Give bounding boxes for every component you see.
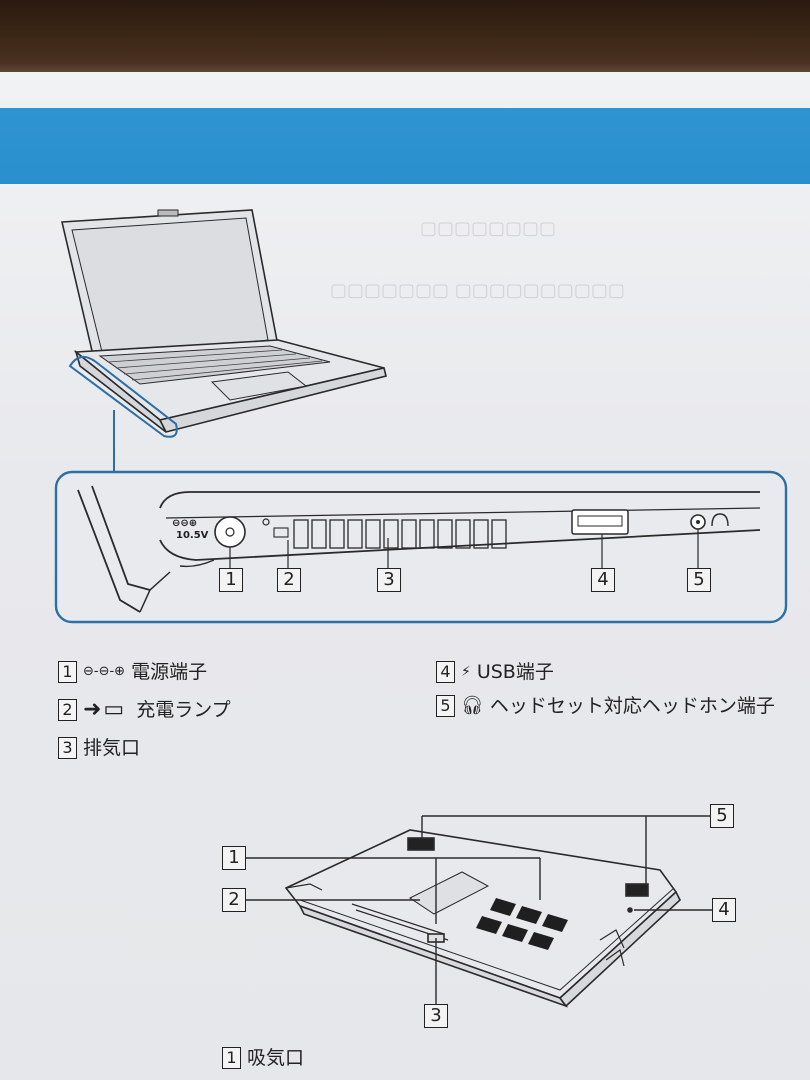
callout-5: 5 — [687, 568, 711, 592]
intake-grid — [476, 898, 568, 950]
callout-1: 1 — [219, 568, 243, 592]
callout-2: 2 — [277, 568, 301, 592]
bottom-callout-4: 4 — [712, 898, 736, 922]
wood-table-background — [0, 0, 810, 78]
legend-item-2: 2 ➜▭ 充電ランプ — [58, 698, 231, 722]
headset-icon: 🎧︎ — [461, 695, 484, 716]
bottom-callout-3: 3 — [424, 1004, 448, 1028]
laptop-illustration — [61, 209, 387, 474]
callout-4: 4 — [591, 568, 615, 592]
dc-in-symbol: ⊖⊖⊕ — [172, 518, 198, 529]
legend-item-3: 3 排気口 — [58, 736, 140, 760]
legend-text: 吸気口 — [247, 1047, 305, 1069]
callout-3: 3 — [377, 568, 401, 592]
charge-lamp-icon: ➜▭ — [83, 697, 127, 722]
voltage-label: 10.5V — [176, 530, 209, 541]
legend-item-4: 4 ⚡ USB端子 — [436, 660, 554, 684]
section-header-band — [0, 108, 810, 184]
legend-text: 排気口 — [83, 737, 141, 759]
legend-item-5: 5 🎧︎ ヘッドセット対応ヘッドホン端子 — [436, 694, 775, 718]
bottom-callout-1: 1 — [222, 846, 246, 870]
legend-item-1: 1 ⊖-⊖-⊕ 電源端子 — [58, 660, 207, 684]
legend-text: 充電ランプ — [136, 699, 231, 721]
legend-num: 3 — [58, 737, 77, 759]
usb-icon: ⚡ — [461, 664, 471, 680]
bottom-leader-lines — [246, 815, 712, 1004]
legend-num: 4 — [436, 661, 455, 683]
legend-text: ヘッドセット対応ヘッドホン端子 — [489, 695, 775, 717]
dc-symbol-icon: ⊖-⊖-⊕ — [83, 664, 126, 679]
ghost-text: ▢▢▢▢▢▢▢▢ — [420, 218, 557, 239]
legend-num: 2 — [58, 699, 77, 721]
bottom-callout-5: 5 — [710, 804, 734, 828]
legend-num: 5 — [436, 695, 455, 717]
bottom-view-illustration — [284, 829, 681, 1008]
bottom-callout-2: 2 — [222, 888, 246, 912]
side-view-box — [54, 470, 788, 624]
legend-text: 電源端子 — [131, 661, 208, 683]
legend-num: 1 — [58, 661, 77, 683]
ghost-text: ▢▢▢▢▢▢▢ ▢▢▢▢▢▢▢▢▢▢ — [330, 280, 625, 301]
bottom-legend-item-1: 1 吸気口 — [222, 1046, 304, 1070]
legend-num: 1 — [222, 1047, 241, 1069]
vent-slots — [293, 519, 507, 549]
legend-text: USB端子 — [476, 661, 554, 683]
